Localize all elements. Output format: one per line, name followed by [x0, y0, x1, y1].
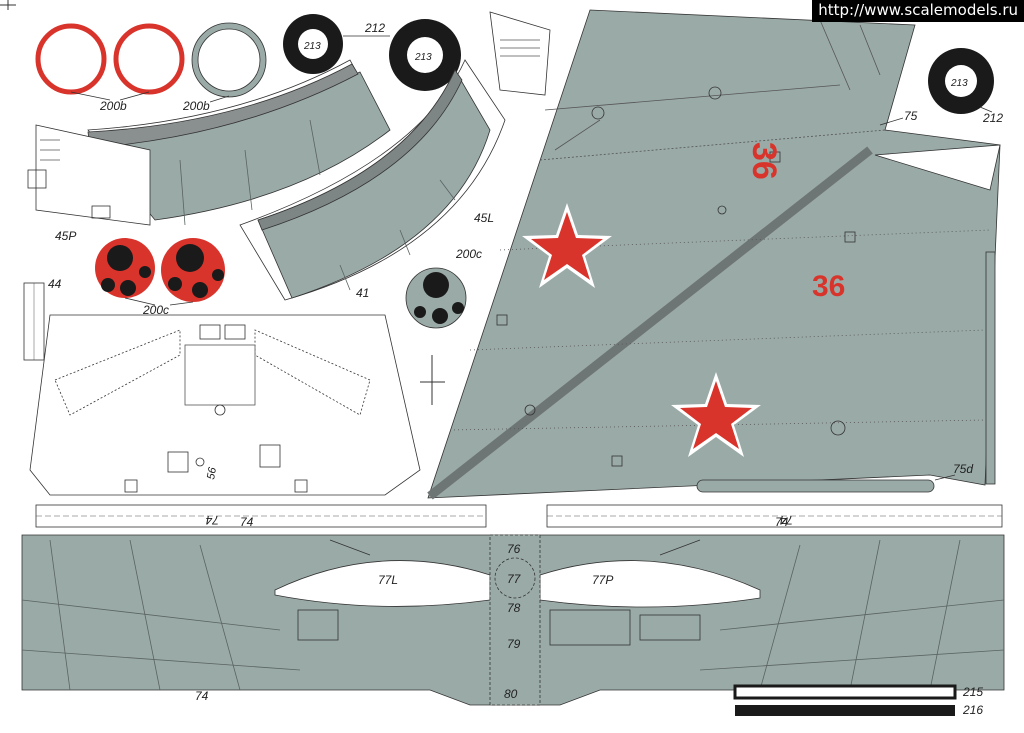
- label-200b-2: 200b: [182, 99, 210, 113]
- svg-text:213: 213: [303, 41, 321, 52]
- center-cross-icon: [420, 355, 445, 405]
- label-212-top: 212: [364, 21, 385, 35]
- svg-text:74: 74: [240, 515, 254, 529]
- label-215: 215: [962, 685, 983, 699]
- wheel-213-c: 213: [928, 48, 994, 114]
- ring-200b-red-1: [35, 23, 107, 95]
- label-79: 79: [507, 637, 521, 651]
- part-74-strip-left: 74 74: [35, 504, 487, 529]
- marking-200c-red-1: [95, 238, 155, 298]
- svg-text:213: 213: [950, 78, 968, 89]
- part-strip-right: [985, 251, 996, 485]
- marking-200c-grey: [405, 267, 467, 329]
- wheel-213-b: 213: [389, 19, 461, 91]
- svg-text:213: 213: [414, 52, 432, 63]
- label-75: 75: [904, 109, 918, 123]
- ring-200b-red-2: [113, 23, 185, 95]
- ring-200b-grey: [192, 23, 266, 97]
- label-216: 216: [962, 703, 983, 717]
- part-215: [733, 684, 957, 700]
- part-41: [29, 314, 421, 496]
- marking-200c-red-2: [161, 238, 225, 302]
- label-80: 80: [504, 687, 518, 701]
- svg-text:74: 74: [775, 515, 789, 529]
- label-212-right: 212: [982, 111, 1003, 125]
- part-45L: [239, 11, 551, 301]
- svg-text:74: 74: [779, 513, 793, 527]
- label-56: 56: [205, 466, 219, 481]
- part-wing-bottom: [21, 534, 1005, 706]
- label-77P: 77P: [592, 573, 613, 587]
- label-78: 78: [507, 601, 521, 615]
- registration-cross-icon: [0, 0, 16, 10]
- part-45P: [27, 124, 151, 226]
- label-200c-1: 200c: [142, 303, 169, 317]
- label-45L: 45L: [474, 211, 494, 225]
- label-76: 76: [507, 542, 521, 556]
- part-wing-top: [427, 9, 1001, 500]
- red-star-icon: [671, 372, 761, 457]
- label-77: 77: [507, 572, 522, 586]
- label-75d: 75d: [953, 462, 973, 476]
- part-75d: [696, 479, 935, 493]
- svg-text:74: 74: [205, 513, 219, 527]
- label-77L: 77L: [378, 573, 398, 587]
- label-200b-1: 200b: [99, 99, 127, 113]
- part-curved-panel-top: [87, 59, 391, 226]
- part-216: [735, 705, 955, 716]
- label-41: 41: [356, 286, 369, 300]
- wheel-213-a: 213: [283, 14, 343, 74]
- label-74-bottom: 74: [195, 689, 209, 703]
- part-74-strip-right: 74 74: [546, 504, 1003, 529]
- label-200c-2: 200c: [455, 247, 482, 261]
- tail-number-side: 36: [812, 270, 845, 303]
- label-44: 44: [48, 277, 62, 291]
- label-45P: 45P: [55, 229, 76, 243]
- watermark-link[interactable]: http://www.scalemodels.ru: [812, 0, 1024, 22]
- tail-number-top: 36: [745, 142, 783, 180]
- red-star-icon: [522, 203, 612, 288]
